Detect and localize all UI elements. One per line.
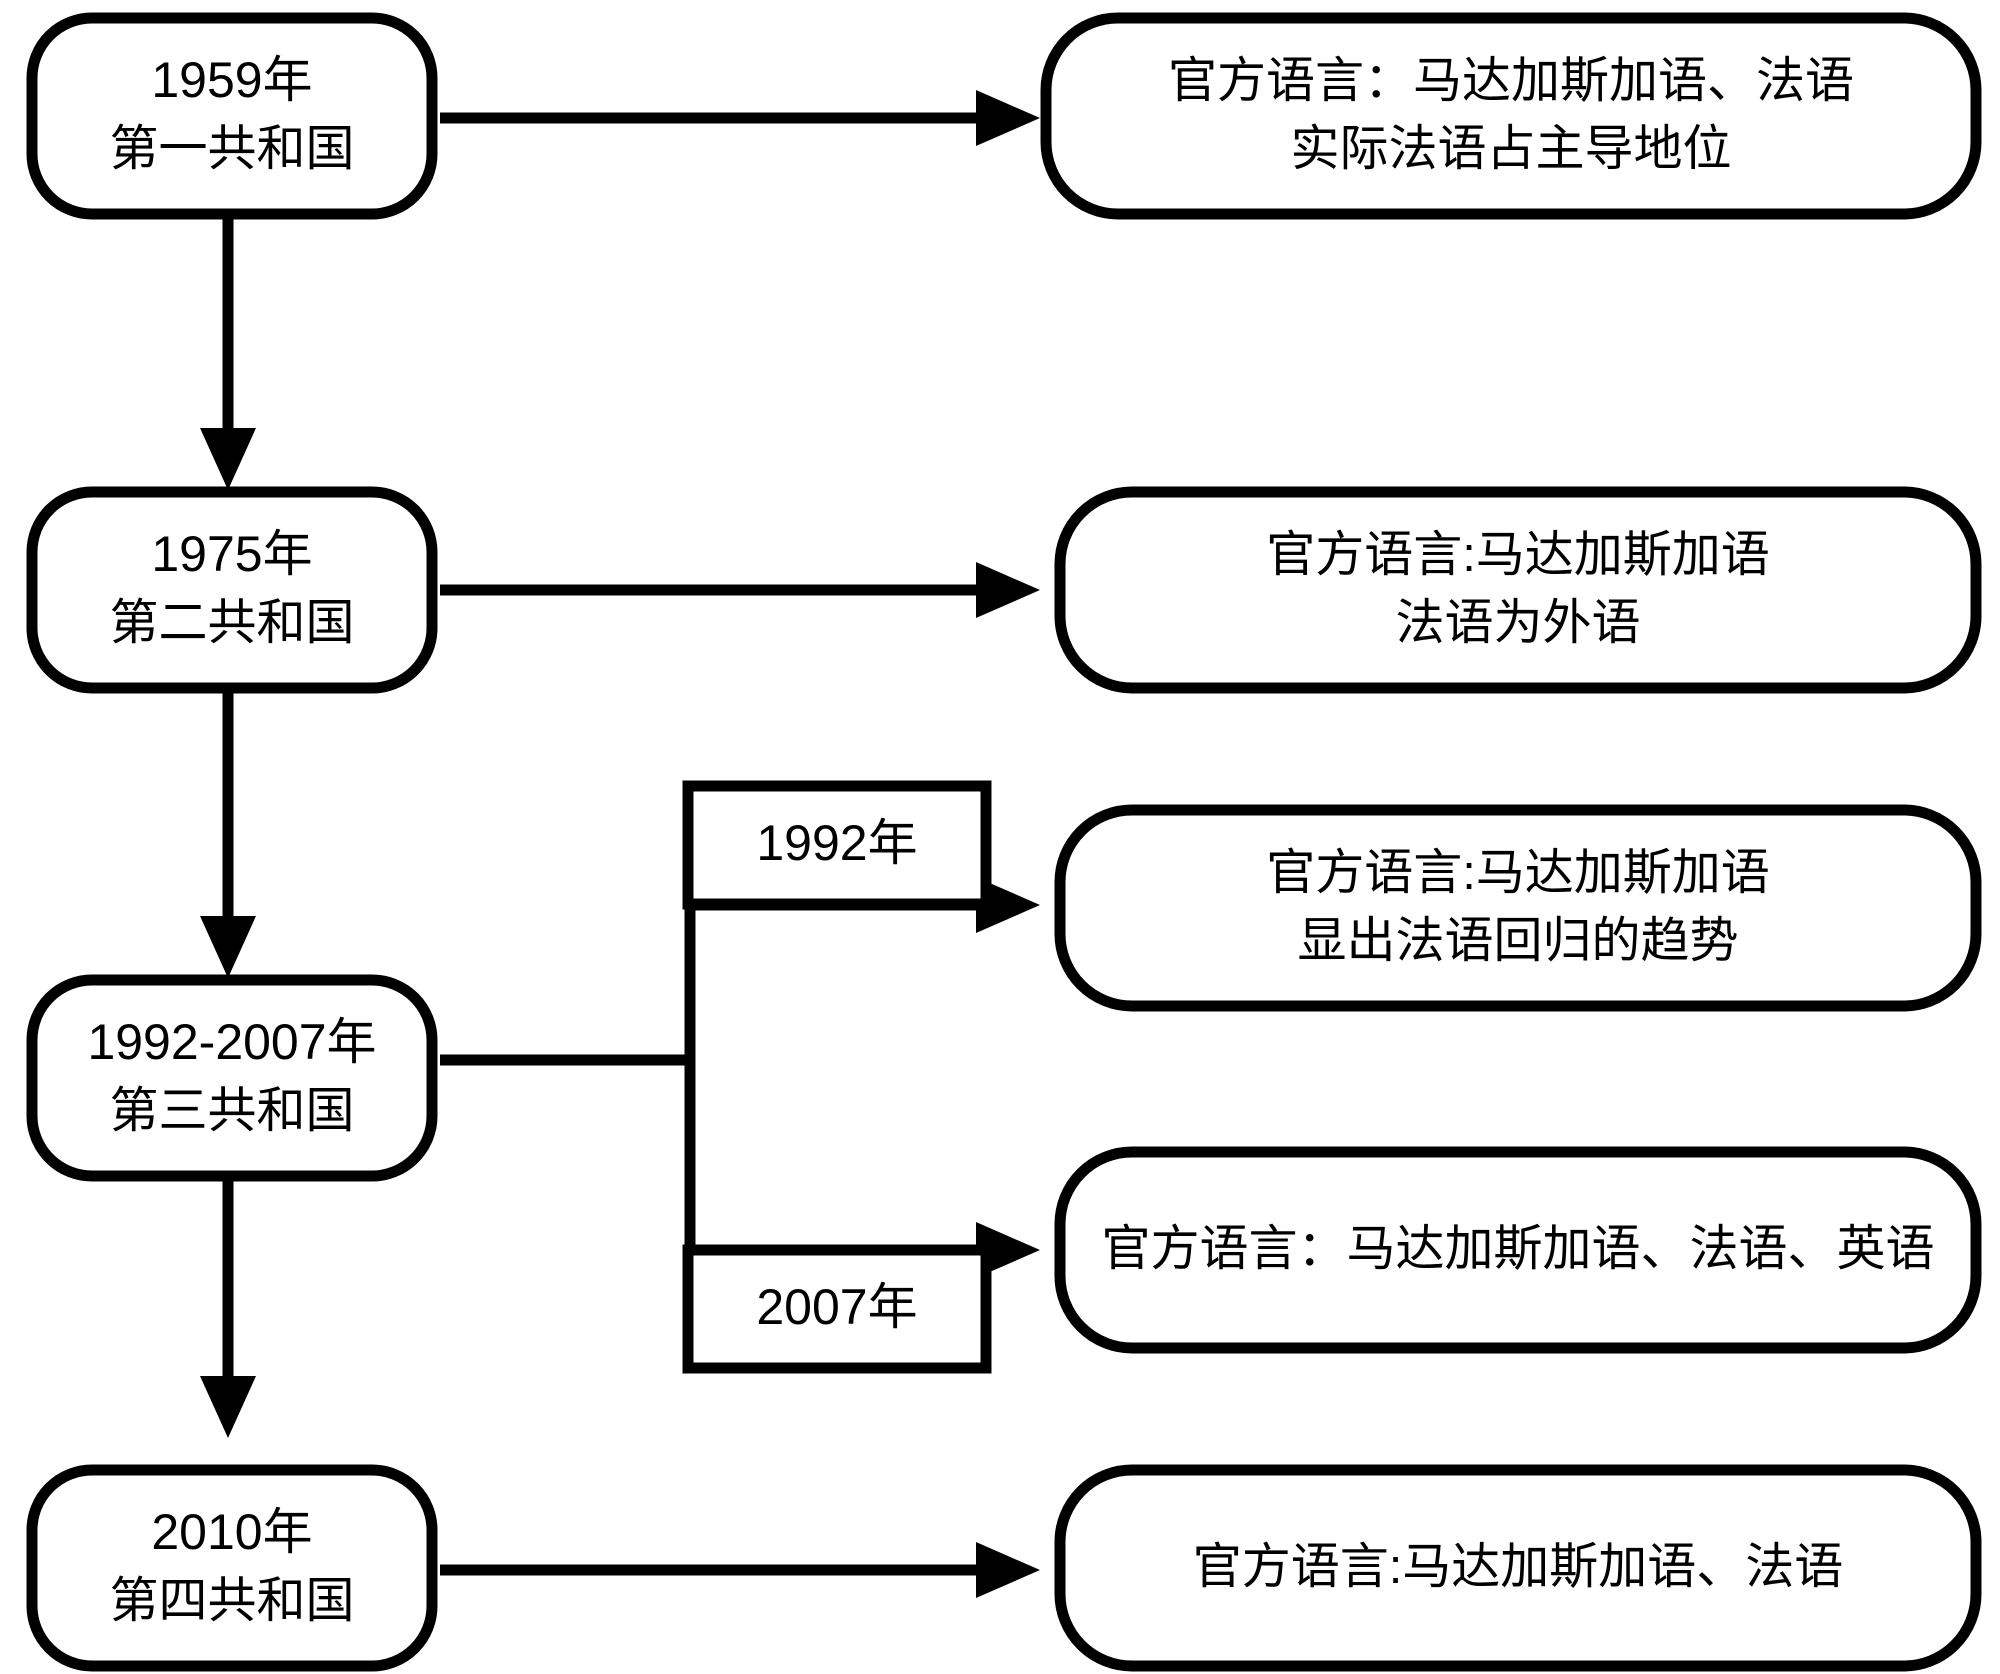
detail-1992-line1: 官方语言:马达加斯加语 bbox=[1266, 846, 1770, 900]
node-2010-shape[interactable] bbox=[26, 1464, 438, 1672]
node-1959-line2: 第一共和国 bbox=[109, 122, 354, 176]
detail-1959-shape[interactable] bbox=[1040, 12, 1982, 220]
node-1959-line1: 1959年 bbox=[151, 52, 312, 108]
edge-2010-to-detail bbox=[440, 1542, 1040, 1598]
edge-label-1992-shape bbox=[682, 780, 992, 910]
node-1992-2007-line1: 1992-2007年 bbox=[87, 1014, 376, 1070]
node-1992-2007-shape[interactable] bbox=[26, 974, 438, 1182]
detail-2007-shape[interactable] bbox=[1054, 1146, 1982, 1354]
node-1975[interactable]: 1975年 第二共和国 bbox=[26, 486, 438, 694]
detail-1992-line2: 显出法语回归的趋势 bbox=[1297, 914, 1738, 968]
detail-2010-shape[interactable] bbox=[1054, 1464, 1982, 1672]
node-2010-line2: 第四共和国 bbox=[109, 1574, 354, 1628]
edge-1992-to-2010 bbox=[200, 1160, 256, 1438]
detail-1975[interactable]: 官方语言:马达加斯加语 法语为外语 bbox=[1054, 486, 1982, 694]
detail-2007-line1: 官方语言：马达加斯加语、法语、英语 bbox=[1101, 1222, 1934, 1276]
node-1992-2007[interactable]: 1992-2007年 第三共和国 bbox=[26, 974, 438, 1182]
edge-label-2007: 2007年 bbox=[682, 1244, 992, 1374]
edge-1975-to-1992 bbox=[200, 690, 256, 978]
edge-label-1992-text: 1992年 bbox=[756, 815, 917, 871]
detail-1992[interactable]: 官方语言:马达加斯加语 显出法语回归的趋势 bbox=[1054, 804, 1982, 1012]
detail-1959[interactable]: 官方语言：马达加斯加语、法语 实际法语占主导地位 bbox=[1040, 12, 1982, 220]
node-2010-line1: 2010年 bbox=[151, 1504, 312, 1560]
detail-2010-line1: 官方语言:马达加斯加语、法语 bbox=[1193, 1540, 1844, 1594]
edge-1959-to-detail bbox=[440, 90, 1040, 146]
node-1959-shape[interactable] bbox=[26, 12, 438, 220]
detail-1992-shape[interactable] bbox=[1054, 804, 1982, 1012]
detail-1959-line1: 官方语言：马达加斯加语、法语 bbox=[1168, 54, 1854, 108]
node-1975-shape[interactable] bbox=[26, 486, 438, 694]
detail-2007[interactable]: 官方语言：马达加斯加语、法语、英语 bbox=[1054, 1146, 1982, 1354]
node-1975-line1: 1975年 bbox=[151, 526, 312, 582]
edge-1959-to-1975 bbox=[200, 215, 256, 490]
detail-1975-shape[interactable] bbox=[1054, 486, 1982, 694]
detail-1975-line1: 官方语言:马达加斯加语 bbox=[1266, 528, 1770, 582]
edge-label-1992: 1992年 bbox=[682, 780, 992, 910]
detail-2010[interactable]: 官方语言:马达加斯加语、法语 bbox=[1054, 1464, 1982, 1672]
detail-1975-line2: 法语为外语 bbox=[1395, 596, 1640, 650]
detail-1959-line2: 实际法语占主导地位 bbox=[1290, 122, 1731, 176]
edge-label-2007-text: 2007年 bbox=[756, 1279, 917, 1335]
node-1959[interactable]: 1959年 第一共和国 bbox=[26, 12, 438, 220]
node-1992-2007-line2: 第三共和国 bbox=[109, 1084, 354, 1138]
edge-1975-to-detail bbox=[440, 562, 1040, 618]
node-1975-line2: 第二共和国 bbox=[109, 596, 354, 650]
edge-label-2007-shape bbox=[682, 1244, 992, 1374]
edge-1992-branch bbox=[440, 877, 1040, 1278]
node-2010[interactable]: 2010年 第四共和国 bbox=[26, 1464, 438, 1672]
